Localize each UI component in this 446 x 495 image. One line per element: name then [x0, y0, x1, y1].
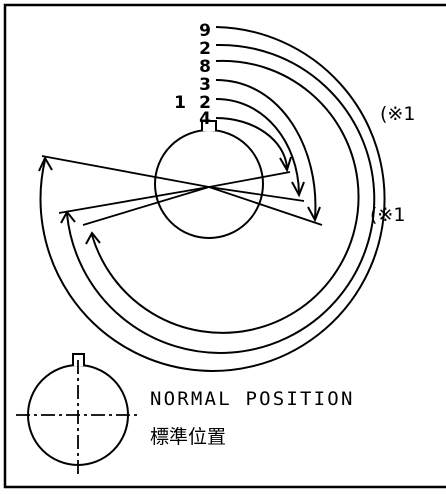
note-lower: (※1 [370, 204, 405, 226]
radial-lines [41, 155, 323, 226]
rotation-arc-9 [39, 26, 386, 372]
arrowhead [60, 210, 76, 224]
caption-japanese: 標準位置 [150, 426, 226, 448]
dial-digit: 2 [199, 39, 211, 59]
arrowhead [38, 155, 53, 172]
rotation-arc-4 [215, 117, 288, 169]
dial-digit: 4 [199, 109, 211, 129]
note-upper: (※1 [380, 103, 415, 125]
dial-digit: 3 [199, 75, 211, 95]
normal-position-symbol [16, 353, 140, 475]
rotation-arc-2 [215, 98, 300, 194]
arrowhead [307, 206, 321, 223]
rotation-arc-3 [215, 79, 317, 219]
figure-frame [3, 3, 446, 489]
arrowhead [291, 181, 305, 198]
dial-digit: 8 [199, 57, 211, 77]
rotation-arc-8 [91, 59, 360, 334]
arrowhead [279, 156, 292, 173]
key-notch [201, 120, 217, 131]
inner-circle [154, 129, 264, 239]
rotation-arc-2-outer [66, 43, 376, 354]
arrowhead [85, 231, 101, 245]
side-digit: 1 [174, 93, 186, 113]
radial-line [82, 186, 210, 226]
radial-line [58, 186, 210, 214]
radial-line [208, 186, 323, 226]
arrowheads [38, 155, 321, 245]
radial-line [208, 171, 291, 188]
dial-digit: 9 [199, 21, 211, 41]
dial-digits: 9 2 8 3 2 4 [199, 21, 211, 129]
dial-digit: 2 [199, 93, 211, 113]
caption-english: NORMAL POSITION [150, 388, 355, 410]
rotation-arcs [39, 26, 386, 372]
radial-line [41, 155, 210, 188]
radial-line [208, 186, 305, 202]
